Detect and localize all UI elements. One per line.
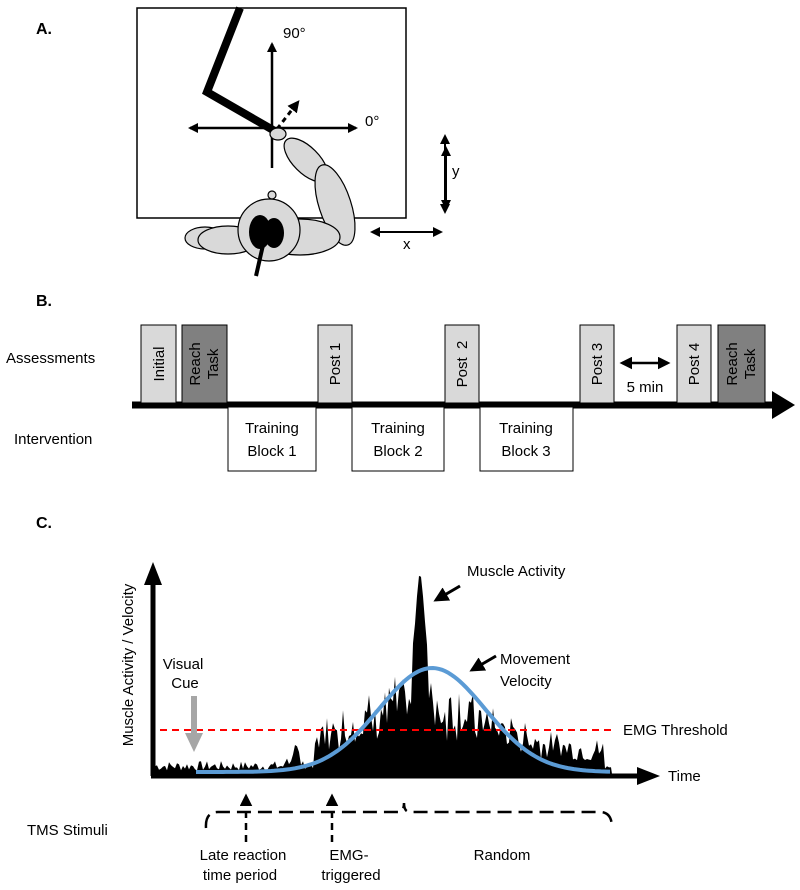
panel-a: A. 90° 0° y x xyxy=(36,6,460,277)
movement-velocity-line2: Velocity xyxy=(500,673,552,690)
assessment-label: Task xyxy=(205,348,222,379)
intervention-row-label: Intervention xyxy=(14,431,92,448)
training-block-line1: Training xyxy=(245,420,299,437)
assessment-label: Post 3 xyxy=(589,343,606,386)
training-block-2: Training Block 2 xyxy=(351,406,445,472)
assessment-post-3: Post 3 xyxy=(579,324,615,404)
assessment-label: Post 2 xyxy=(454,341,471,388)
emg-signal xyxy=(155,575,612,774)
muscle-activity-pointer xyxy=(433,584,461,602)
assessment-post-2: Post 2 xyxy=(444,324,480,404)
velocity-curve xyxy=(196,665,610,774)
muscle-activity-label: Muscle Activity xyxy=(467,563,566,580)
assessment-label: Reach xyxy=(724,342,741,385)
visual-cue-line2: Cue xyxy=(171,675,199,692)
training-block-1: Training Block 1 xyxy=(227,406,317,472)
assessment-post-4: Post 4 xyxy=(676,324,712,404)
panel-b-label: B. xyxy=(36,293,52,310)
direction-arrow xyxy=(275,100,300,130)
assessment-label: Post 4 xyxy=(686,343,703,386)
panel-a-label: A. xyxy=(36,21,52,38)
x-axis-arrowhead xyxy=(637,767,660,785)
interval-label: 5 min xyxy=(627,379,664,396)
panel-c: C. Muscle Activity / Velocity Time EMG T… xyxy=(27,515,728,884)
y-axis-label: Muscle Activity / Velocity xyxy=(120,583,137,746)
emg-triggered-line2: triggered xyxy=(321,867,380,884)
late-reaction-line2: time period xyxy=(203,867,277,884)
training-block-line1: Training xyxy=(371,420,425,437)
panel-b: B. Assessments Intervention Initial Reac… xyxy=(6,293,795,472)
assessment-label: Task xyxy=(742,348,759,379)
y-axis-arrowhead xyxy=(144,562,162,585)
training-block-line2: Block 3 xyxy=(501,443,550,460)
emg-triggered-line1: EMG- xyxy=(329,847,368,864)
movement-velocity-pointer xyxy=(469,654,497,672)
assessment-post-1: Post 1 xyxy=(317,324,353,404)
visual-cue-arrowhead xyxy=(185,733,203,752)
emg-threshold-label: EMG Threshold xyxy=(623,722,728,739)
panel-c-label: C. xyxy=(36,515,52,532)
training-block-line2: Block 1 xyxy=(247,443,296,460)
assessment-label: Post 1 xyxy=(327,343,344,386)
training-block-line1: Training xyxy=(499,420,553,437)
tms-stimuli-label: TMS Stimuli xyxy=(27,822,108,839)
assessment-reach-task-1: Reach Task xyxy=(181,324,228,404)
tms-brace xyxy=(204,802,614,829)
manipulandum-arm xyxy=(202,6,275,134)
assessments-row-label: Assessments xyxy=(6,350,95,367)
late-reaction-line1: Late reaction xyxy=(200,847,287,864)
random-label: Random xyxy=(474,847,531,864)
assessment-label: Reach xyxy=(187,342,204,385)
assessment-initial: Initial xyxy=(140,324,177,404)
training-block-3: Training Block 3 xyxy=(479,406,574,472)
assessment-reach-task-2: Reach Task xyxy=(717,324,766,404)
subject-figure xyxy=(184,127,356,277)
movement-velocity-line1: Movement xyxy=(500,651,571,668)
x-axis-label: Time xyxy=(668,768,701,785)
angle-0-label: 0° xyxy=(365,113,379,130)
visual-cue-line1: Visual xyxy=(163,656,204,673)
x-label: x xyxy=(403,236,411,253)
assessment-label: Initial xyxy=(151,346,168,381)
angle-90-label: 90° xyxy=(283,25,306,42)
training-block-line2: Block 2 xyxy=(373,443,422,460)
y-label: y xyxy=(452,163,460,180)
timeline-arrowhead xyxy=(772,391,795,419)
